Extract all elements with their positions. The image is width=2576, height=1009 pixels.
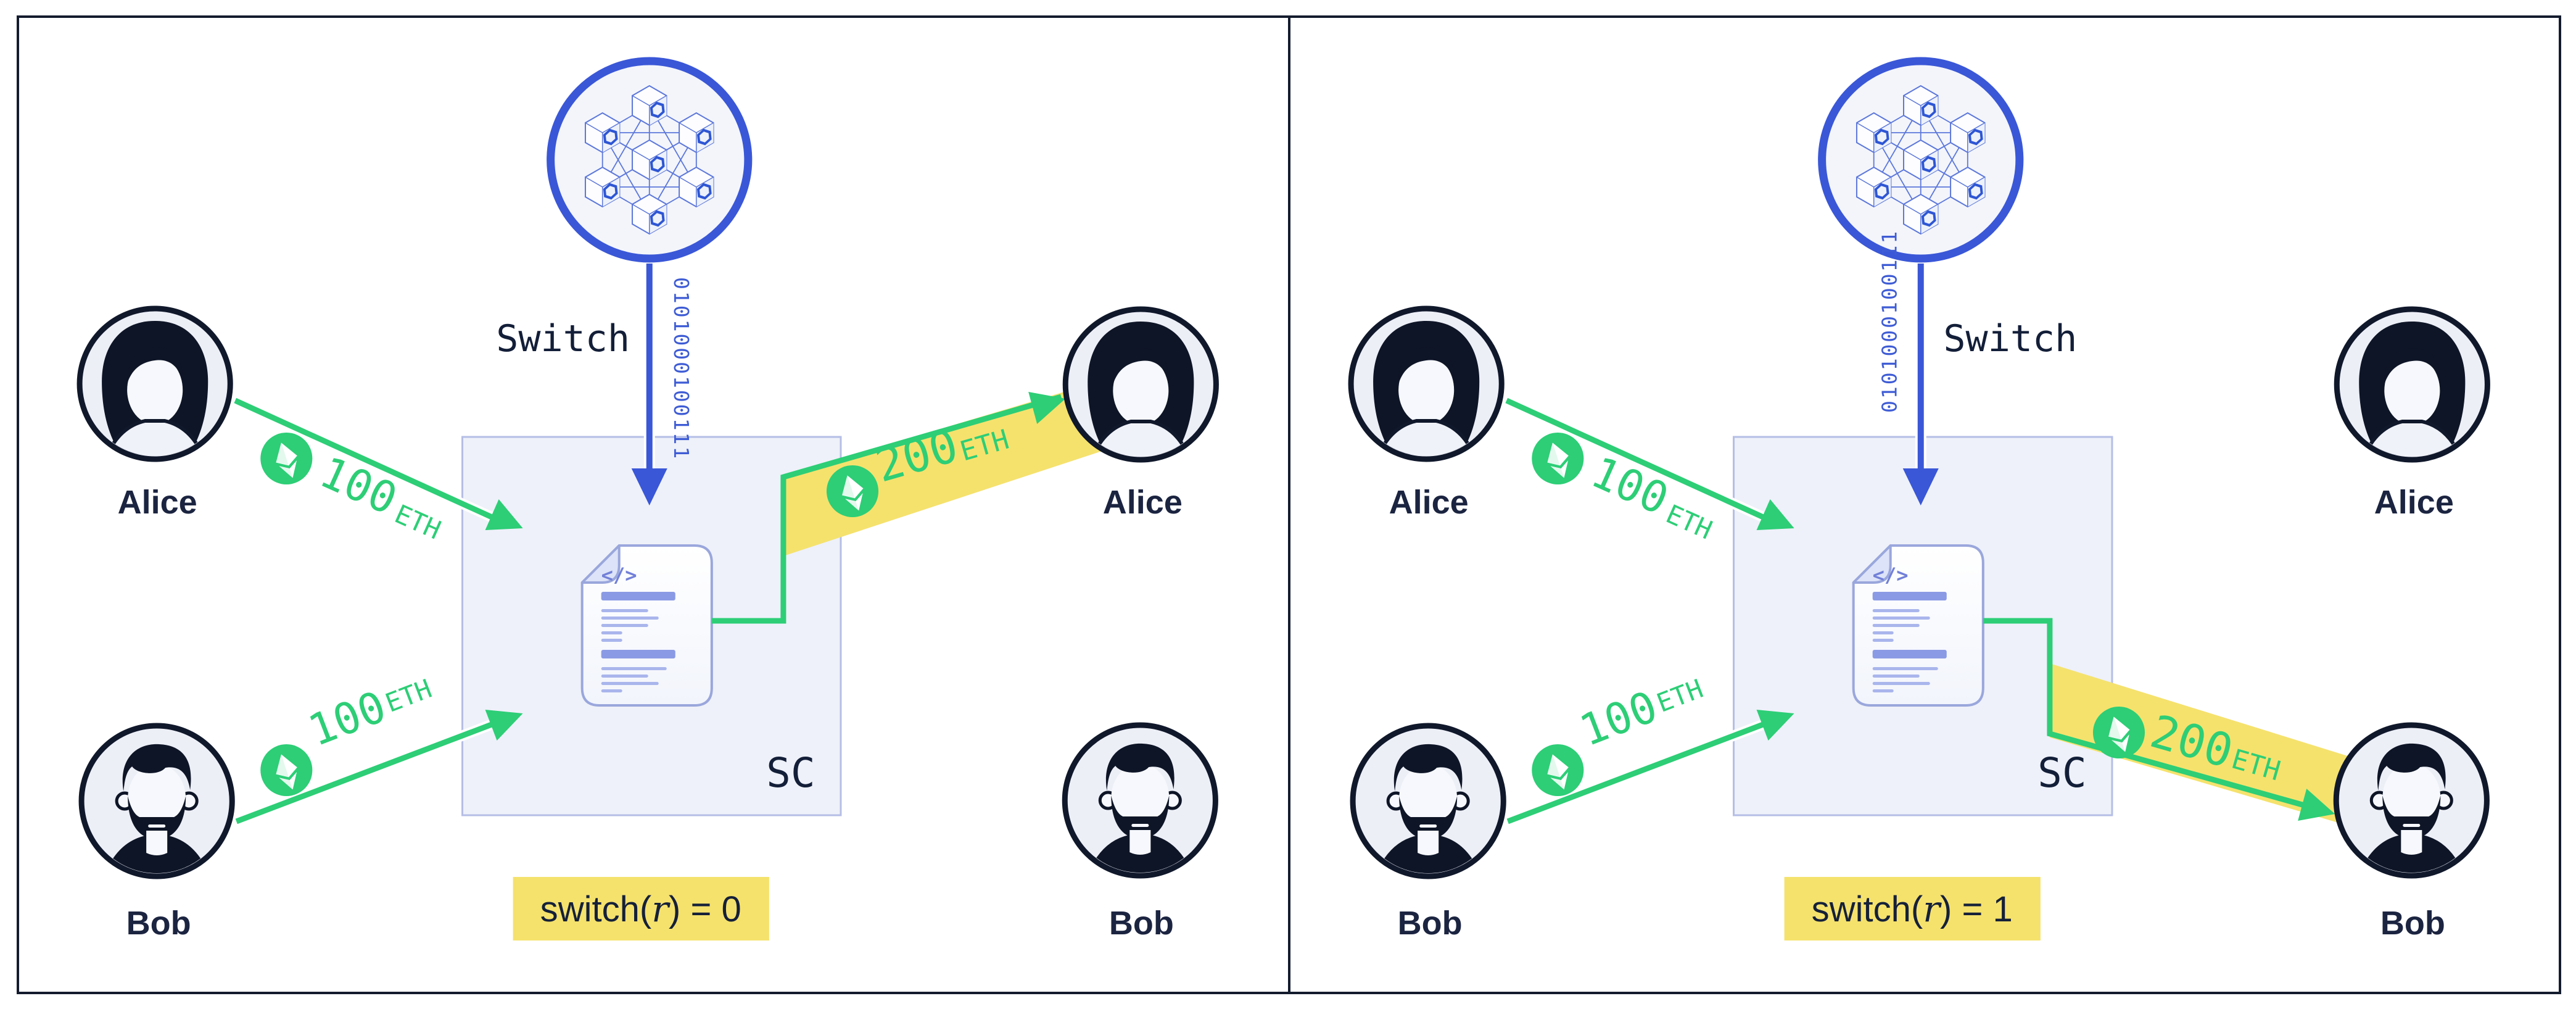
bob-sender-avatar (1353, 726, 1503, 876)
eth-badge-icon (2092, 707, 2145, 758)
condition-tag (513, 877, 769, 940)
bob-sender-avatar (81, 726, 232, 876)
bob-deposit-amount: 100 (302, 681, 393, 757)
randomness-bits: 0101000100111 (669, 277, 693, 460)
alice-receiver-label: Alice (1103, 484, 1183, 521)
eth-badge-icon (826, 465, 879, 517)
eth-badge-icon (1531, 744, 1583, 796)
randomness-bits: 0101000100111 (1877, 230, 1901, 413)
condition-func: switch( (1811, 889, 1923, 929)
alice-deposit-arrowhead-icon (485, 499, 523, 530)
alice-sender-avatar (1351, 309, 1501, 459)
bob-deposit-currency: ETH (1653, 673, 1707, 718)
condition-tag (1784, 877, 2041, 940)
condition-eq: ) = (1940, 889, 1992, 929)
alice-deposit-arrowhead-icon (1756, 499, 1794, 530)
bob-deposit-currency: ETH (381, 673, 436, 718)
condition-eq: ) = (669, 889, 721, 929)
alice-deposit-currency: ETH (390, 499, 445, 546)
condition-text: switch(r) = 0 (540, 888, 741, 930)
payout-arrowhead-icon (2297, 789, 2335, 821)
condition-func: switch( (540, 889, 652, 929)
condition-var: r (1923, 888, 1942, 930)
bob-receiver-label: Bob (1109, 905, 1174, 942)
alice-sender-label: Alice (118, 484, 197, 521)
bob-deposit-arrowhead-icon (1756, 710, 1794, 741)
bob-deposit-amount: 100 (1573, 681, 1664, 757)
condition-text: switch(r) = 1 (1811, 888, 2012, 930)
payout-line (1983, 618, 2318, 812)
bob-deposit-arrowhead-icon (485, 710, 523, 741)
alice-sender-label: Alice (1389, 484, 1468, 521)
panel-switch-0: 200 ETH 100 ETH 100 ETH Switch 010100010… (19, 18, 1288, 992)
bob-deposit-line (1506, 721, 1765, 824)
bob-receiver-label: Bob (2380, 905, 2445, 942)
alice-receiver-avatar (1065, 309, 1216, 460)
payout-arrowhead-icon (1028, 392, 1066, 424)
switch-label: Switch (1943, 317, 2077, 360)
panel-switch-1: 200 ETH 100 ETH 100 ETH Switch 010100010… (1287, 18, 2559, 992)
alice-sender-avatar (80, 309, 230, 459)
alice-deposit-line (234, 397, 495, 521)
diagram-frame: 200 ETH 100 ETH 100 ETH Switch 010100010… (17, 15, 2561, 994)
alice-deposit-amount: 100 (313, 447, 405, 525)
blockchain-network-icon (551, 61, 748, 259)
eth-badge-icon (260, 744, 313, 796)
eth-badge-icon (260, 433, 313, 484)
payout-band (2049, 663, 2415, 841)
switch-label: Switch (496, 317, 630, 360)
blockchain-network-icon (1822, 61, 2019, 259)
eth-badge-icon (1531, 433, 1583, 484)
alice-receiver-avatar (2337, 309, 2487, 460)
alice-deposit-amount: 100 (1583, 447, 1675, 525)
bob-deposit-line (235, 721, 495, 824)
payout-line (711, 394, 1062, 624)
condition-value: 1 (1992, 889, 2012, 929)
switch-arrowhead-icon (1902, 468, 1939, 505)
condition-value: 0 (721, 889, 741, 929)
bob-sender-label: Bob (126, 905, 191, 942)
condition-var: r (651, 888, 671, 930)
bob-receiver-avatar (1065, 725, 1215, 876)
alice-deposit-line (1505, 397, 1765, 521)
bob-sender-label: Bob (1397, 905, 1462, 942)
bob-receiver-avatar (2336, 725, 2487, 876)
alice-receiver-label: Alice (2374, 484, 2453, 521)
alice-deposit-currency: ETH (1661, 499, 1716, 546)
switch-arrowhead-icon (631, 468, 667, 505)
